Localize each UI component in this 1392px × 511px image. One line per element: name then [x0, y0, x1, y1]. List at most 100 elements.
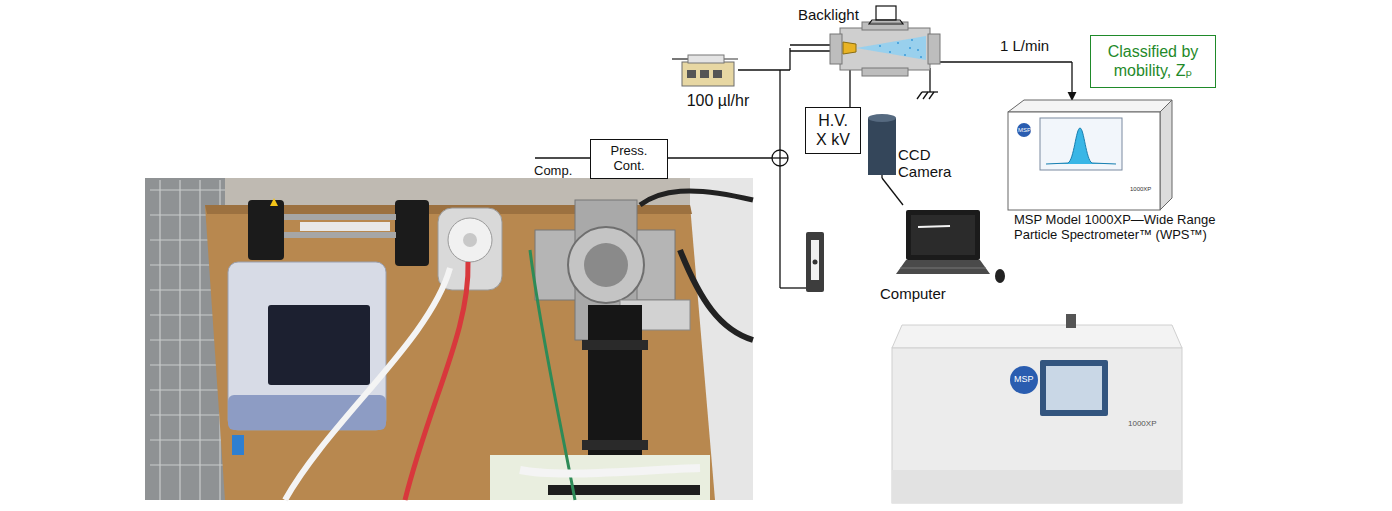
spray-chamber — [843, 42, 856, 54]
syringe-pump: 100 µl/hr — [670, 52, 766, 110]
lab-photo — [150, 389, 225, 390]
spectrometer-photo — [1010, 366, 1038, 394]
lab-photo — [179, 180, 180, 500]
node-text: H.V. X kV — [812, 112, 854, 149]
spray-chamber — [830, 22, 940, 76]
schematic-lines — [929, 68, 930, 92]
ccd-camera-icon — [868, 114, 896, 175]
lab-photo — [150, 439, 225, 440]
lab-photo — [448, 218, 492, 262]
schematic-lines — [668, 157, 772, 158]
lab-photo — [582, 340, 648, 350]
node-text: Classified by mobility, Zₚ — [1097, 43, 1209, 80]
spectrometer: MSP Model 1000XP—Wide Range Particle Spe… — [1000, 95, 1250, 243]
model-text: 1000XP — [1128, 420, 1156, 429]
spray-chamber — [909, 47, 911, 49]
lab-photo — [285, 268, 450, 500]
lab-photo — [232, 435, 244, 455]
schematic-lines — [535, 45, 1072, 288]
lab-photo — [284, 214, 396, 220]
schematic-lines — [929, 92, 934, 99]
schematic-lines — [923, 92, 928, 99]
spray-chamber — [928, 34, 940, 64]
lab-photo — [395, 200, 429, 266]
classification-box: Classified by mobility, Zₚ — [1090, 35, 1216, 88]
spectrometer-icon — [1008, 100, 1172, 112]
backlight-icon — [876, 6, 896, 20]
ccd-camera-icon — [868, 114, 896, 122]
logo-text: MSP — [1014, 375, 1034, 385]
schematic-lines — [1071, 62, 1072, 100]
schematic-lines — [780, 287, 806, 288]
lab-photo — [150, 364, 225, 365]
spectrometer-photo — [892, 470, 1182, 503]
spectrometer-photo — [892, 348, 1182, 503]
spray-chamber — [879, 39, 922, 58]
spectrometer-icon — [1008, 100, 1172, 210]
junction-valve — [779, 150, 780, 166]
backlight-label: Backlight — [798, 7, 859, 24]
lab-photo — [145, 178, 753, 500]
lab-photo — [228, 262, 386, 430]
syringe-pump-icon — [700, 70, 709, 78]
spectrometer-icon — [1160, 100, 1172, 210]
high-voltage-box: H.V. X kV — [805, 107, 861, 154]
lab-photo — [582, 440, 648, 450]
computer-icon — [918, 226, 950, 227]
junction-valve — [772, 150, 788, 166]
model-text: 1000XP — [1130, 186, 1151, 193]
spectrometer-photo — [1040, 360, 1108, 416]
schematic-lines — [881, 175, 882, 178]
lab-photo — [150, 339, 225, 340]
node-text: CCD Camera — [898, 146, 964, 181]
syringe-pump-icon — [713, 70, 722, 78]
node-text: Computer — [880, 285, 996, 302]
compressed-gas-label: Comp. — [534, 164, 572, 178]
backlight-icon — [869, 6, 903, 24]
node-text: MSP Model 1000XP—Wide Range Particle Spe… — [1014, 213, 1246, 243]
computer-icon — [906, 210, 980, 260]
computer: Computer — [878, 205, 996, 302]
spectrometer-icon — [1017, 123, 1031, 137]
syringe-pump-icon — [672, 55, 738, 86]
spectrometer-photo — [892, 325, 1182, 348]
lab-photo — [248, 200, 284, 260]
cable-line — [882, 178, 903, 205]
computer-icon — [995, 269, 1005, 283]
spray-chamber — [897, 42, 899, 44]
lab-photo — [150, 414, 225, 415]
pressure-controller-box: Press. Cont. — [590, 139, 668, 179]
spectrometer-icon — [1046, 128, 1116, 164]
flow-meter — [806, 232, 824, 292]
computer-icon — [911, 215, 975, 255]
spray-chamber — [920, 56, 922, 58]
spray-chamber — [879, 45, 881, 47]
lab-photo — [270, 198, 278, 206]
lab-photo — [568, 227, 644, 303]
lab-photo — [548, 485, 700, 495]
schematic-lines — [917, 92, 922, 99]
flow-meter — [806, 232, 824, 292]
lab-photo — [300, 222, 390, 231]
schematic-lines — [779, 70, 780, 150]
spray-chamber — [904, 54, 906, 56]
computer-icon — [900, 268, 986, 269]
spray-chamber — [917, 49, 919, 51]
lab-photo — [584, 243, 628, 287]
lab-photo — [530, 250, 575, 500]
lab-photo — [640, 191, 753, 205]
syringe-pump-icon — [724, 58, 738, 60]
ccd-camera: CCD Camera — [864, 112, 968, 178]
lab-photo — [520, 468, 700, 473]
flow-meter — [811, 240, 819, 280]
lab-photo — [490, 455, 710, 500]
backlight-icon — [869, 20, 903, 24]
logo-text: MSP — [1018, 127, 1031, 134]
spray-chamber — [840, 28, 930, 70]
schematic-lines — [940, 61, 1072, 62]
spray-chamber — [862, 68, 908, 76]
lab-photo — [199, 180, 200, 500]
spray-chamber — [830, 34, 842, 64]
ccd-camera-icon — [868, 118, 896, 175]
junction-valve — [772, 150, 788, 166]
